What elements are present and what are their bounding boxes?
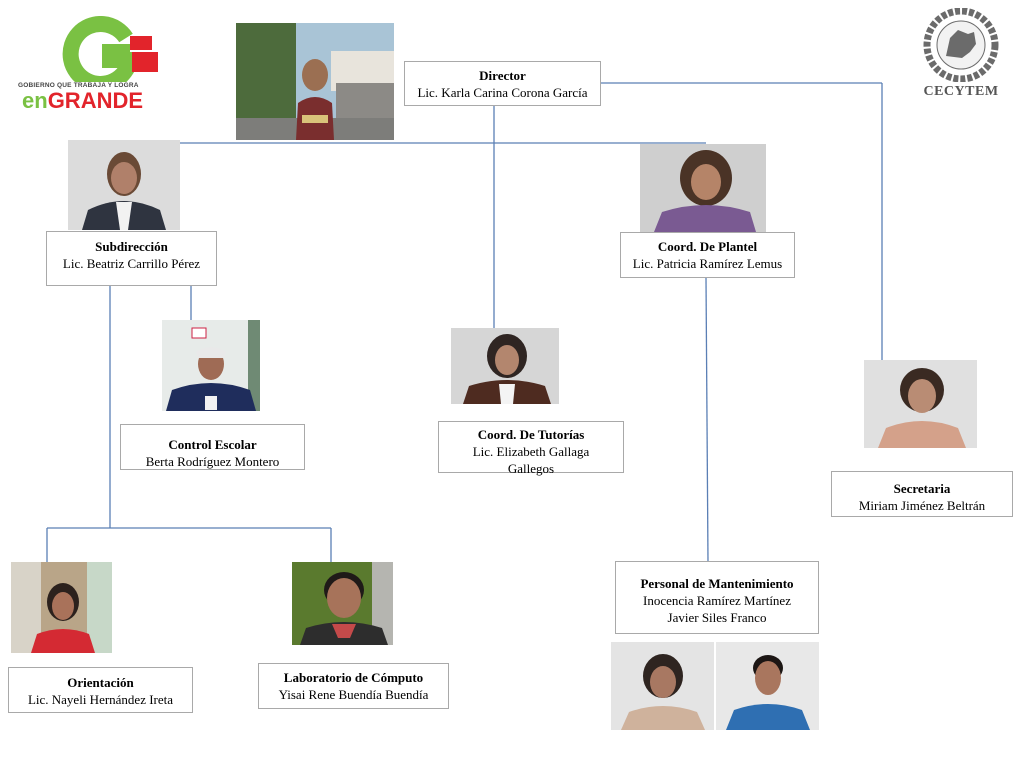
control-escolar-photo	[162, 320, 260, 411]
secretaria-name: Miriam Jiménez Beltrán	[858, 498, 986, 513]
subdireccion-title: Subdirección	[95, 239, 168, 254]
orientacion-box: Orientación Lic. Nayeli Hernández Ireta	[8, 667, 193, 713]
director-name: Lic. Karla Carina Corona García	[417, 85, 588, 100]
director-title: Director	[479, 68, 526, 83]
connector-plantel-mantenimiento	[705, 277, 709, 563]
secretaria-photo	[864, 360, 977, 448]
coord-tutorias-name: Lic. Elizabeth Gallaga Gallegos	[472, 444, 590, 476]
control-escolar-name: Berta Rodríguez Montero	[145, 454, 280, 469]
subdireccion-name: Lic. Beatriz Carrillo Pérez	[62, 256, 201, 271]
director-photo	[236, 23, 394, 140]
control-escolar-box: Control Escolar Berta Rodríguez Montero	[120, 424, 305, 470]
orientacion-name: Lic. Nayeli Hernández Ireta	[27, 692, 174, 707]
coord-tutorias-title: Coord. De Tutorías	[477, 427, 585, 442]
mantenimiento-photo-2	[716, 642, 819, 730]
laboratorio-photo	[292, 562, 393, 645]
secretaria-box: Secretaria Miriam Jiménez Beltrán	[831, 471, 1013, 517]
logo-brand: enGRANDE	[22, 90, 143, 112]
laboratorio-name: Yisai Rene Buendía Buendía	[278, 687, 429, 702]
mantenimiento-name-1: Inocencia Ramírez Martínez	[643, 593, 791, 608]
mantenimiento-photo-1	[611, 642, 714, 730]
cecytem-logo: CECYTEM	[916, 7, 1006, 103]
coord-plantel-box: Coord. De Plantel Lic. Patricia Ramírez …	[620, 232, 795, 278]
logo-brand-grande: GRANDE	[47, 88, 144, 113]
orientacion-title: Orientación	[67, 675, 134, 690]
secretaria-title: Secretaria	[893, 481, 951, 496]
mantenimiento-box: Personal de Mantenimiento Inocencia Ramí…	[615, 561, 819, 634]
subdireccion-box: Subdirección Lic. Beatriz Carrillo Pérez	[46, 231, 217, 286]
coord-tutorias-photo	[451, 328, 559, 404]
mantenimiento-name-2: Javier Siles Franco	[667, 610, 767, 625]
gobierno-engrande-logo: GOBIERNO QUE TRABAJA Y LOGRA enGRANDE	[18, 16, 163, 112]
coord-tutorias-box: Coord. De Tutorías Lic. Elizabeth Gallag…	[438, 421, 624, 476]
subdireccion-photo	[68, 140, 180, 230]
coord-plantel-name: Lic. Patricia Ramírez Lemus	[632, 256, 783, 271]
laboratorio-box: Laboratorio de Cómputo Yisai Rene Buendí…	[258, 663, 449, 709]
cecytem-seal-icon	[923, 7, 999, 83]
laboratorio-title: Laboratorio de Cómputo	[283, 670, 424, 685]
coord-plantel-photo	[640, 144, 766, 232]
coord-plantel-title: Coord. De Plantel	[657, 239, 758, 254]
g-letter-icon	[62, 16, 158, 92]
mantenimiento-title: Personal de Mantenimiento	[640, 576, 794, 591]
cecytem-label: CECYTEM	[923, 84, 999, 99]
logo-tagline: GOBIERNO QUE TRABAJA Y LOGRA	[18, 82, 139, 89]
orientacion-photo	[11, 562, 112, 653]
director-box: Director Lic. Karla Carina Corona García	[404, 61, 601, 106]
control-escolar-title: Control Escolar	[168, 437, 257, 452]
logo-brand-en: en	[22, 88, 48, 113]
